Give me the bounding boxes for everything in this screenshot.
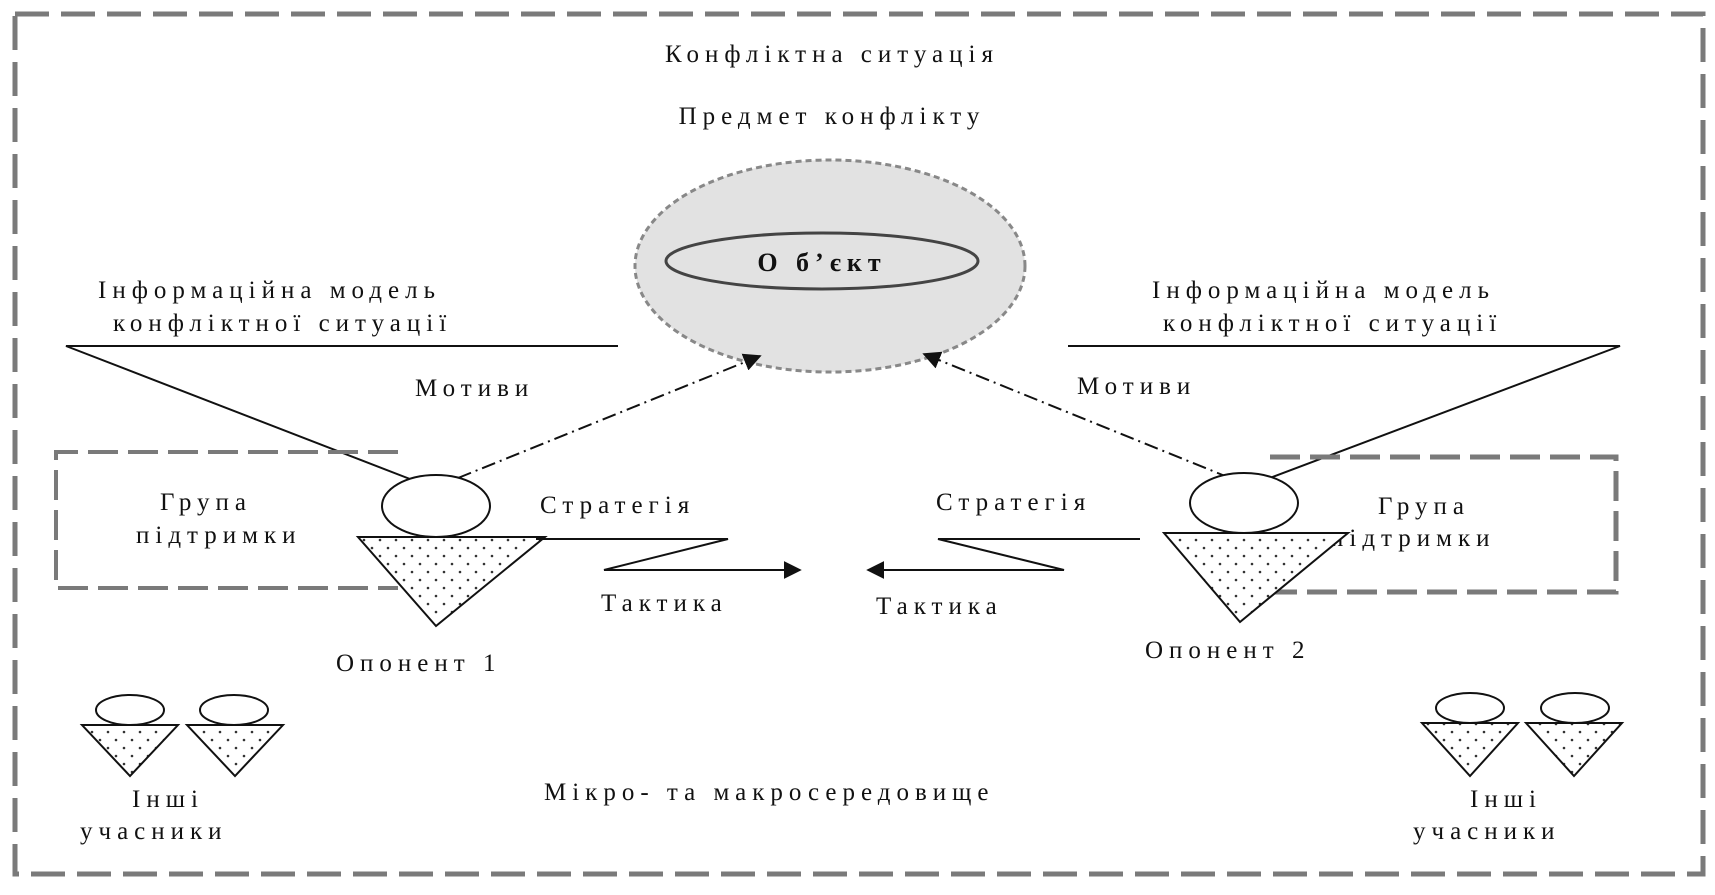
strategy-tactics-left xyxy=(536,538,802,579)
environment-label: Мікро- та макросередовище xyxy=(544,779,995,806)
others-left-line1: Інші xyxy=(132,786,204,813)
info-model-right-wedge xyxy=(1068,345,1621,479)
others-left-line2: учасники xyxy=(80,818,228,845)
strategy-right-label: Стратегія xyxy=(936,489,1091,516)
strategy-tactics-right xyxy=(866,538,1140,579)
other-participant-right-1-body xyxy=(1419,722,1521,778)
motives-arrow-right xyxy=(922,351,1231,479)
support-group-right-frame xyxy=(1270,454,1619,595)
support-group-right-line2: підтримки xyxy=(1330,525,1496,552)
other-participant-left-1-head xyxy=(95,694,165,726)
situation-frame xyxy=(12,11,1706,877)
object-ellipse xyxy=(664,231,980,291)
situation-title: Конфліктна ситуація xyxy=(665,41,999,68)
other-participant-right-2-head xyxy=(1540,692,1610,724)
others-right-line1: Інші xyxy=(1470,786,1542,813)
support-group-left-frame xyxy=(54,450,398,590)
strategy-left-label: Стратегія xyxy=(540,492,695,519)
opponent2-head xyxy=(1189,472,1299,534)
support-group-right-line1: Група xyxy=(1378,493,1470,520)
other-participant-right-1-head xyxy=(1435,692,1505,724)
opponent2-body xyxy=(1161,532,1351,624)
other-participant-left-2-head xyxy=(199,694,269,726)
subject-title: Предмет конфлікту xyxy=(679,103,986,130)
opponent1-body xyxy=(355,536,548,628)
others-right-line2: учасники xyxy=(1413,818,1561,845)
motives-arrow-left xyxy=(457,353,762,479)
object-label: О б’єкт xyxy=(757,248,886,277)
other-participant-left-1-body xyxy=(79,724,181,778)
info-model-left-wedge xyxy=(65,345,618,480)
tactics-right-label: Тактика xyxy=(876,593,1003,620)
opponent2-label: Опонент 2 xyxy=(1145,637,1310,664)
other-participant-left-2-body xyxy=(184,724,286,778)
info-model-right-line2: конфліктної ситуації xyxy=(1163,310,1502,337)
tactics-left-label: Тактика xyxy=(601,590,728,617)
opponent1-label: Опонент 1 xyxy=(336,650,501,677)
support-group-left-line1: Група xyxy=(160,489,252,516)
info-model-left-line1: Інформаційна модель xyxy=(98,277,441,304)
support-group-left-line2: підтримки xyxy=(136,522,302,549)
info-model-right-line1: Інформаційна модель xyxy=(1152,277,1495,304)
other-participant-right-2-body xyxy=(1523,722,1625,778)
info-model-left-line2: конфліктної ситуації xyxy=(113,310,452,337)
motives-left-label: Мотиви xyxy=(415,375,534,402)
opponent1-head xyxy=(381,474,491,538)
motives-right-label: Мотиви xyxy=(1077,373,1196,400)
